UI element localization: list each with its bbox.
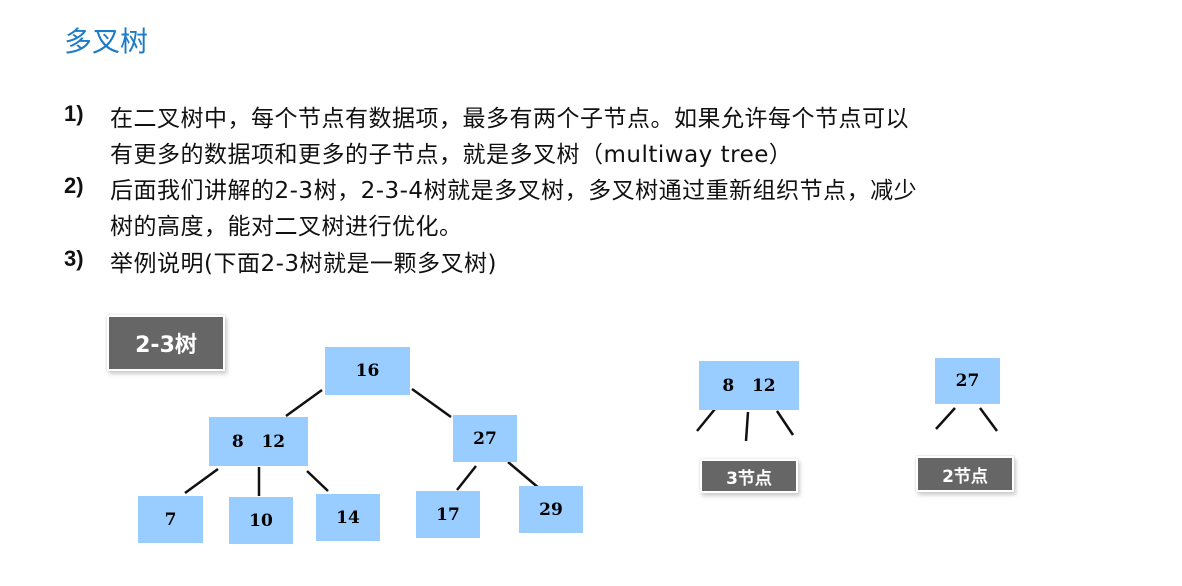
item-2-line-2: 树的高度，能对二叉树进行优化。 [110, 214, 463, 240]
edge [456, 465, 477, 491]
item-1-number: 1) [64, 101, 84, 126]
item-3-line-1: 举例说明(下面2-3树就是一颗多叉树) [110, 251, 498, 277]
edge [507, 461, 541, 490]
two-node-label: 2节点 [916, 456, 1014, 492]
edge [935, 407, 956, 430]
node-right: 27 [453, 415, 517, 462]
three-node-label: 3节点 [700, 459, 798, 493]
edge [285, 388, 323, 418]
item-1-line-2: 有更多的数据项和更多的子节点，就是多叉树（multiway tree） [110, 142, 793, 168]
node-root: 16 [325, 347, 410, 395]
leaf-node: 10 [229, 497, 293, 544]
item-3-number: 3) [64, 246, 84, 271]
leaf-node: 29 [519, 486, 583, 533]
edge [306, 470, 329, 492]
edge [775, 410, 795, 436]
slide-title: 多叉树 [64, 25, 149, 58]
item-1-line-1: 在二叉树中，每个节点有数据项，最多有两个子节点。如果允许每个节点可以 [110, 106, 909, 132]
leaf-node: 14 [316, 494, 380, 541]
tree-label: 2-3树 [107, 315, 225, 371]
three-node-example: 8 12 [699, 361, 799, 410]
item-2-line-1: 后面我们讲解的2-3树，2-3-4树就是多叉树，多叉树通过重新组织节点，减少 [110, 178, 918, 204]
leaf-node: 17 [416, 491, 480, 538]
item-2-number: 2) [64, 173, 84, 198]
edge [411, 387, 452, 419]
edge [184, 467, 219, 495]
edge [978, 407, 999, 432]
edge [696, 408, 716, 432]
leaf-node: 7 [138, 496, 203, 543]
two-node-example: 27 [935, 358, 1000, 404]
edge [744, 411, 750, 442]
node-left: 8 12 [209, 417, 308, 466]
